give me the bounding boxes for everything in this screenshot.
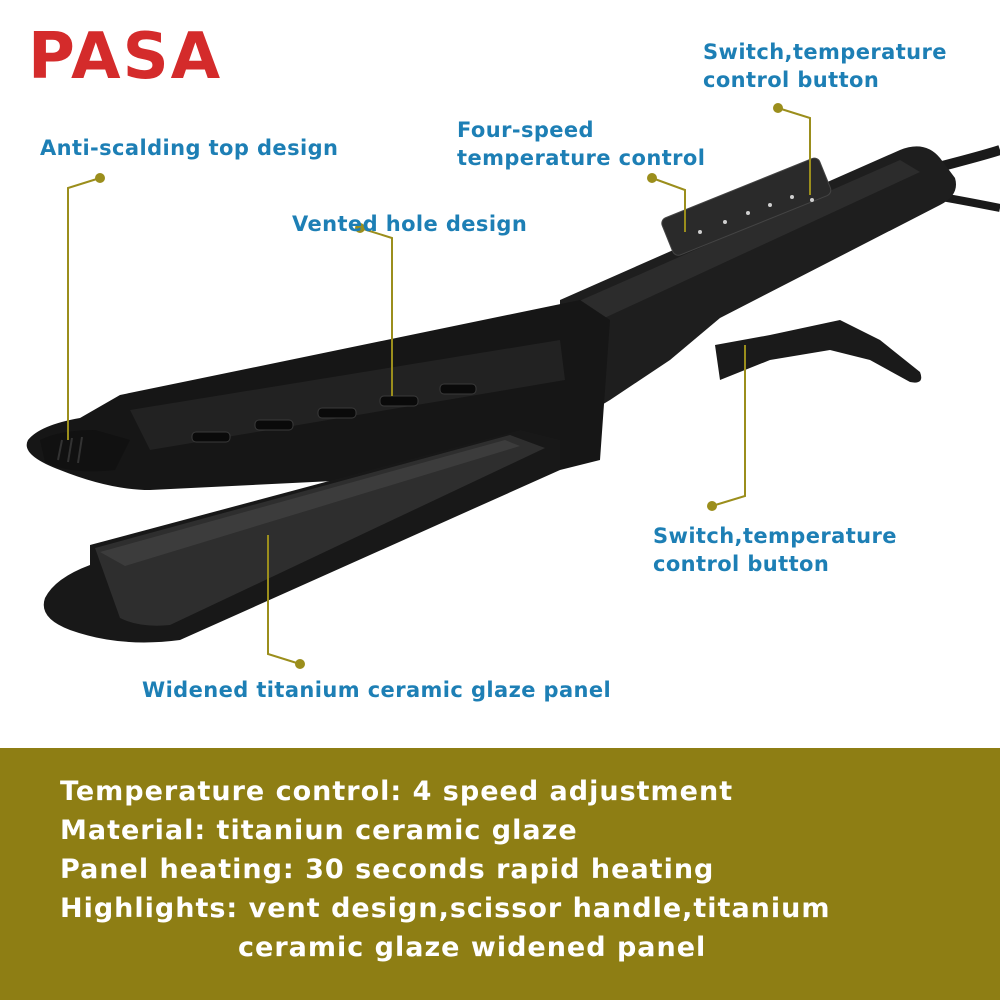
leader-anti-scalding [67, 177, 101, 440]
leader-four-speed [651, 177, 686, 232]
feature-line-temperature: Temperature control: 4 speed adjustment [60, 776, 734, 807]
brand-logo-text: PASA [28, 20, 222, 90]
straightener-body [560, 146, 956, 430]
panel-sheen [100, 440, 520, 566]
scissor-lever [715, 320, 922, 383]
callout-vented-hole: Vented hole design [292, 210, 527, 238]
leader-dot-anti-scalding [95, 173, 105, 183]
callout-four-speed-line2: temperature control [457, 146, 706, 170]
leader-dot-four-speed [647, 173, 657, 183]
callout-anti-scalding-text: Anti-scalding top design [40, 136, 339, 160]
titanium-panel [95, 435, 545, 626]
callout-vented-hole-text: Vented hole design [292, 212, 528, 236]
feature-band: Temperature control: 4 speed adjustment … [0, 748, 1000, 1000]
callout-switch-top-line2: control button [703, 68, 880, 92]
leader-dot-switch-top [773, 103, 783, 113]
hair-straightener-illustration [26, 145, 1000, 643]
callout-four-speed: Four-speed temperature control [457, 116, 705, 172]
callout-switch-top-line1: Switch,temperature [703, 40, 947, 64]
callout-panel: Widened titanium ceramic glaze panel [142, 676, 611, 704]
leader-vented-hole [359, 227, 393, 396]
feature-line-highlights-cont: ceramic glaze widened panel [238, 932, 707, 963]
tip-ridges [57, 436, 83, 464]
vent-holes [191, 383, 477, 443]
callout-switch-bottom: Switch,temperature control button [653, 522, 897, 578]
callout-panel-text: Widened titanium ceramic glaze panel [142, 678, 612, 702]
callout-four-speed-line1: Four-speed [457, 118, 594, 142]
control-buttons [698, 195, 814, 234]
feature-line-material: Material: titaniun ceramic glaze [60, 815, 578, 846]
leader-lines [67, 103, 811, 669]
handle-highlight [570, 160, 920, 320]
callout-switch-bottom-line1: Switch,temperature [653, 524, 897, 548]
control-panel [661, 157, 832, 256]
leader-dot-panel [295, 659, 305, 669]
leader-switch-bottom [711, 345, 746, 507]
callout-switch-bottom-line2: control button [653, 552, 830, 576]
callout-switch-top: Switch,temperature control button [703, 38, 947, 94]
top-arm-face [130, 340, 565, 450]
feature-line-heating: Panel heating: 30 seconds rapid heating [60, 854, 715, 885]
callout-anti-scalding: Anti-scalding top design [40, 134, 338, 162]
leader-panel [267, 535, 301, 665]
brand-logo: PASA [28, 20, 222, 90]
leader-switch-top [777, 107, 811, 195]
leader-dot-switch-bottom [707, 501, 717, 511]
feature-line-highlights: Highlights: vent design,scissor handle,t… [60, 893, 831, 924]
leader-dot-vented-hole [355, 223, 365, 233]
